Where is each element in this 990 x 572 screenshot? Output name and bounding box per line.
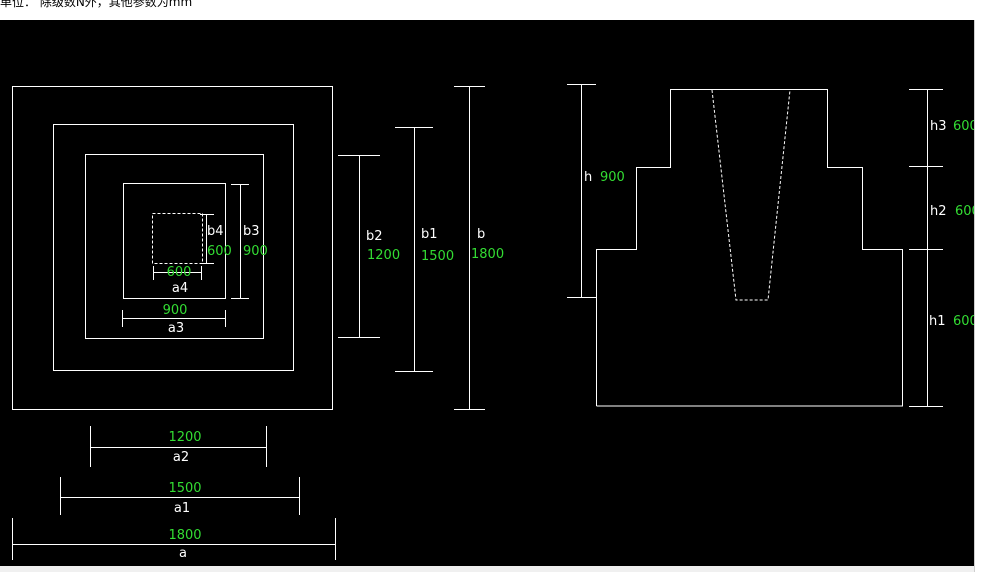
dim-h xyxy=(567,84,596,298)
label-b1: b1 xyxy=(421,227,438,242)
unit-note-bar: 单位： 除级数N外，其他参数为mm xyxy=(0,0,990,21)
window-edge xyxy=(974,20,990,572)
section-cup-dashed xyxy=(711,89,791,301)
plan-outline-a xyxy=(12,86,333,410)
label-h: h xyxy=(584,170,592,185)
dim-b1 xyxy=(395,127,433,372)
unit-note: 单位： 除级数N外，其他参数为mm xyxy=(0,0,193,9)
dim-b2 xyxy=(338,155,380,338)
value-a1: 1500 xyxy=(168,481,201,496)
section-outline xyxy=(596,89,903,407)
value-b2: 1200 xyxy=(367,248,400,263)
label-h3: h3 xyxy=(930,119,947,134)
value-h: 900 xyxy=(600,170,625,185)
dim-b xyxy=(454,86,485,410)
label-h2: h2 xyxy=(930,204,947,219)
label-b3: b3 xyxy=(243,224,260,239)
plan-outline-a3 xyxy=(123,183,226,299)
value-b: 1800 xyxy=(471,247,504,262)
label-h1: h1 xyxy=(929,314,946,329)
plan-cup-dashed xyxy=(152,213,203,264)
window-bottom-edge xyxy=(0,566,974,572)
value-h2: 600 xyxy=(955,204,974,219)
label-a3: a3 xyxy=(168,321,184,336)
plan-outline-a2 xyxy=(85,154,264,339)
foundation-drawing: 600 a4 900 a3 1200 a2 1500 a1 1800 a b4 … xyxy=(12,84,974,561)
dim-a4 xyxy=(153,266,202,280)
dim-h-stack xyxy=(909,89,943,407)
dim-b4 xyxy=(200,214,214,264)
dim-a xyxy=(12,518,336,560)
plan-outline-a1 xyxy=(53,124,294,371)
value-h3: 600 xyxy=(953,119,974,134)
dim-a1 xyxy=(60,477,300,515)
value-a2: 1200 xyxy=(168,430,201,445)
value-h1: 600 xyxy=(953,314,974,329)
label-a4: a4 xyxy=(172,281,188,296)
drawing-canvas: 600 a4 900 a3 1200 a2 1500 a1 1800 a b4 … xyxy=(0,20,974,566)
dim-a3 xyxy=(122,310,226,327)
value-a3: 900 xyxy=(163,303,188,318)
label-b: b xyxy=(477,227,485,242)
label-b2: b2 xyxy=(366,229,383,244)
dim-a2 xyxy=(90,426,267,467)
label-a1: a1 xyxy=(174,501,190,516)
label-b4: b4 xyxy=(207,224,224,239)
value-a: 1800 xyxy=(168,528,201,543)
dim-b3 xyxy=(231,184,249,299)
value-b1: 1500 xyxy=(421,249,454,264)
label-a2: a2 xyxy=(173,450,189,465)
value-a4: 600 xyxy=(167,265,192,280)
value-b3: 900 xyxy=(243,244,268,259)
value-b4: 600 xyxy=(207,244,232,259)
label-a: a xyxy=(179,546,187,561)
